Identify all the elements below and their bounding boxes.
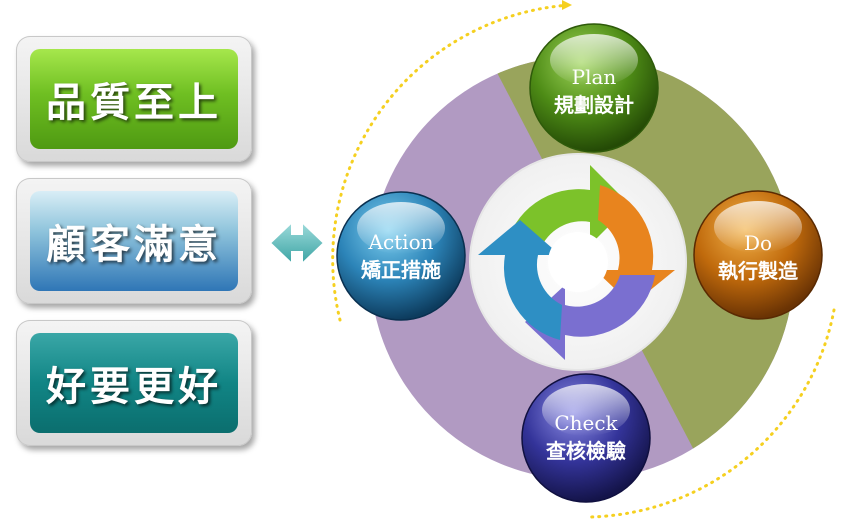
plan-ball: Plan 規劃設計 xyxy=(529,23,659,153)
check-label-zh: 查核檢驗 xyxy=(546,439,626,463)
plan-label-en: Plan xyxy=(572,65,617,89)
double-arrow-icon xyxy=(268,219,326,267)
do-ball: Do 執行製造 xyxy=(693,190,823,320)
card-quality: 品質至上 xyxy=(30,49,238,149)
card-quality-frame: 品質至上 xyxy=(16,36,252,162)
card-satisfaction-frame: 顧客滿意 xyxy=(16,178,252,304)
action-ball: Action 矯正措施 xyxy=(336,191,466,321)
orbit-arc-bottom xyxy=(588,308,836,519)
card-satisfaction: 顧客滿意 xyxy=(30,191,238,291)
cycle-arrows-icon xyxy=(478,165,675,360)
card-better-frame: 好要更好 xyxy=(16,320,252,446)
do-label-en: Do xyxy=(744,231,772,255)
orbit-arrowhead xyxy=(562,0,572,10)
action-label-en: Action xyxy=(368,230,434,254)
check-label-en: Check xyxy=(554,411,618,435)
plan-label-zh: 規劃設計 xyxy=(554,93,634,117)
orbit-arc-top xyxy=(331,3,572,322)
action-label-zh: 矯正措施 xyxy=(361,258,441,282)
do-label-zh: 執行製造 xyxy=(718,259,799,283)
card-better: 好要更好 xyxy=(30,333,238,433)
check-ball: Check 查核檢驗 xyxy=(521,373,651,503)
